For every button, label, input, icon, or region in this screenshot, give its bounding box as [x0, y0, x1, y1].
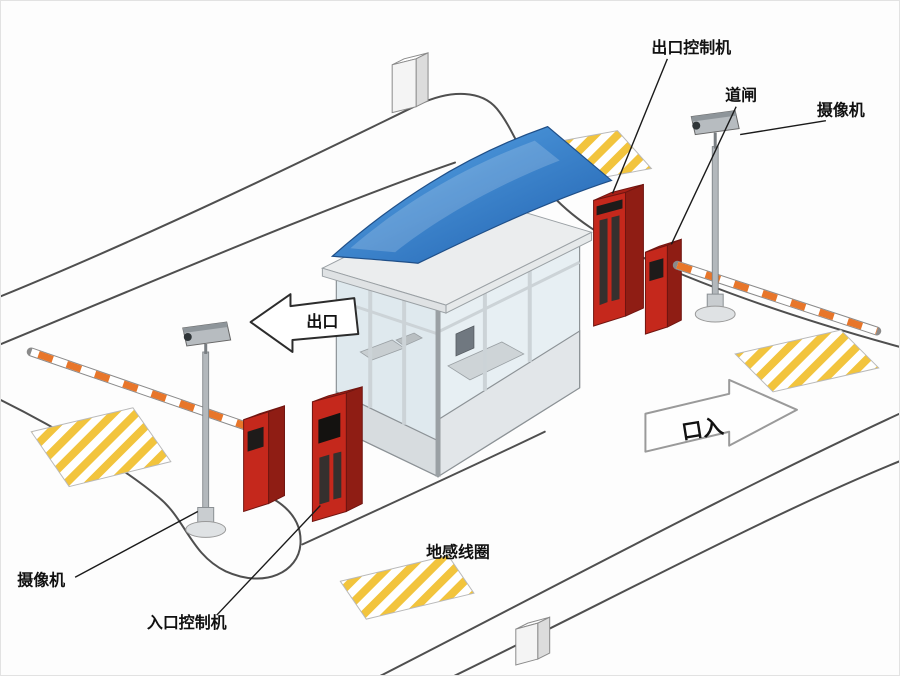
label-entrance-controller: 入口控制机 [147, 613, 227, 632]
label-exit-controller: 出口控制机 [651, 38, 731, 57]
entrance-barrier-front [243, 411, 270, 513]
booth-roof-slab-edge-right [445, 231, 593, 314]
leader-camera-bottom-left [74, 510, 199, 578]
leader-entrance-controller [216, 505, 321, 616]
exit-arrow-label: 出口 [306, 312, 338, 331]
exit-camera [690, 110, 740, 323]
bollard-bottom-front [515, 622, 539, 666]
ground-loops [30, 329, 880, 620]
entrance-machine-panel-1 [319, 454, 330, 505]
exit-camera-body-top [691, 110, 737, 122]
direction-arrows: 出口 口入 [249, 293, 798, 453]
exit-arm-stripes [676, 261, 878, 335]
entrance-camera-lens-icon [183, 333, 192, 341]
exit-camera-pole [711, 146, 719, 299]
entrance-machine-panel-2 [333, 451, 342, 500]
exit-arrow: 出口 [249, 293, 360, 353]
entrance-barrier-display [247, 426, 264, 452]
entrance-camera-pole [202, 351, 210, 512]
road-top-left-outer [1, 92, 646, 298]
entrance-machine-side [345, 386, 363, 513]
leader-camera-top-right [740, 119, 826, 136]
exit-machine-top-strip [596, 199, 623, 216]
entrance-controller-machine [311, 386, 363, 523]
exit-camera-base [694, 305, 736, 323]
label-ground-loop: 地感线圈 [426, 542, 490, 561]
road-top-left-inner [1, 161, 456, 346]
entrance-arm-stripes [30, 348, 252, 432]
bollard-top-side [415, 52, 429, 108]
booth-canopy-sheen [350, 140, 560, 253]
road-bottom-right-outer [379, 412, 899, 675]
ground-loop-pad-left [30, 407, 172, 488]
exit-camera-lens-icon [692, 121, 701, 130]
entrance-barrier-side [268, 405, 285, 505]
bollard-top-front [391, 58, 417, 114]
leader-exit-controller [611, 58, 669, 194]
exit-machine-panel-1 [599, 218, 608, 306]
bollard-top [391, 52, 429, 114]
entrance-machine-display [318, 412, 341, 444]
booth-interior-monitor [455, 325, 475, 357]
booth-transom-right [437, 260, 581, 334]
leader-barrier-gate [670, 106, 737, 245]
ground-loop-pad-bottom [339, 554, 475, 620]
label-camera-bottom-left: 摄像机 [17, 570, 65, 589]
booth-canopy [330, 125, 613, 264]
label-camera-top-right: 摄像机 [817, 101, 865, 120]
entrance-camera [182, 321, 232, 538]
entrance-lane [26, 321, 363, 538]
exit-barrier-arm [672, 260, 882, 336]
exit-barrier-gate [644, 238, 682, 335]
entrance-arrow-shape [644, 378, 798, 453]
bollard-bottom [515, 616, 551, 666]
ground-loop-pad-right [734, 329, 880, 393]
exit-machine-side [624, 183, 644, 317]
exit-controller-machine [593, 183, 644, 327]
callouts: 出口控制机 道闸 摄像机 摄像机 入口控制机 地感线圈 [17, 38, 865, 632]
entrance-camera-body-top [182, 322, 228, 334]
exit-barrier-front [644, 244, 668, 335]
guard-booth [321, 125, 653, 478]
exit-machine-panel-2 [611, 215, 620, 302]
entrance-barrier-arm [26, 347, 256, 433]
entrance-camera-base [185, 520, 227, 538]
exit-barrier-side [666, 238, 682, 328]
entrance-barrier-gate [243, 405, 285, 513]
exit-arrow-shape [249, 293, 360, 353]
exit-barrier-display [649, 258, 664, 282]
bollard-bottom-side [537, 616, 551, 660]
road-entrance-connector [301, 430, 546, 546]
label-barrier-gate: 道闸 [725, 86, 757, 105]
